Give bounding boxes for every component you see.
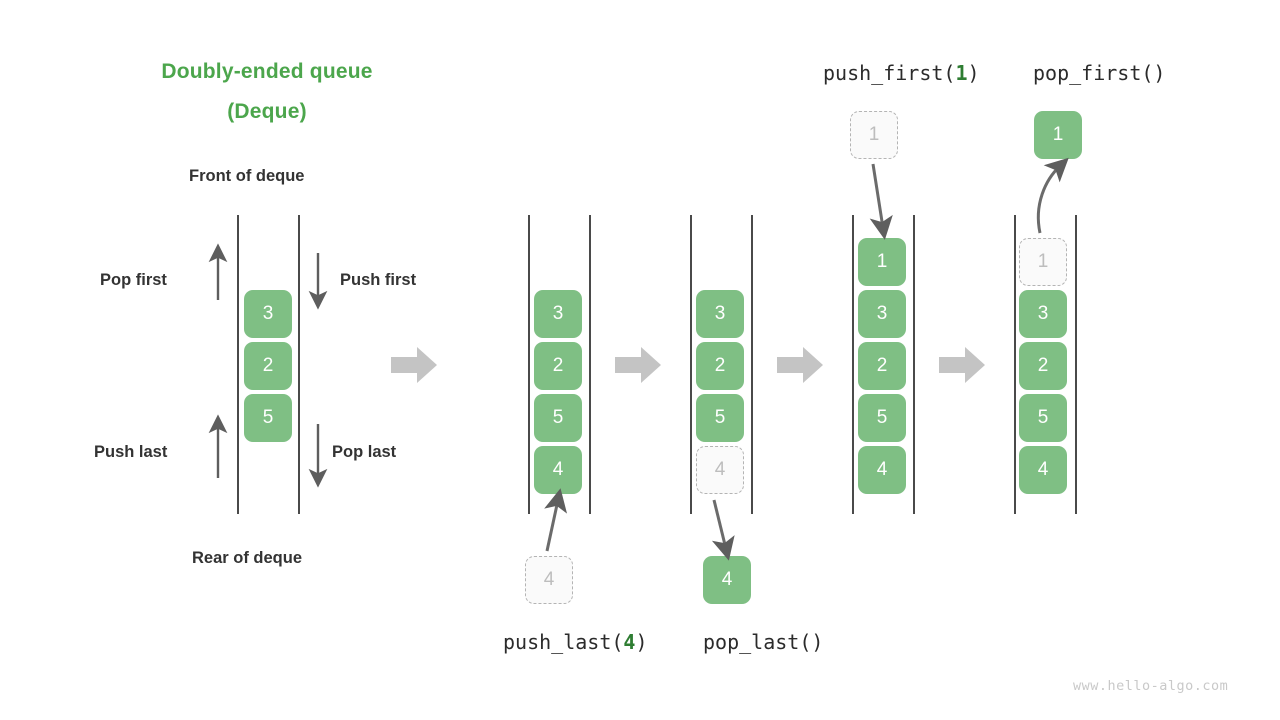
- deque-cell-5: 5: [534, 394, 582, 442]
- deque-cell-2: 2: [696, 342, 744, 390]
- transition-arrow-4: [939, 346, 985, 384]
- push-first-op-arg: 1: [955, 61, 968, 85]
- deque-cell-3: 3: [534, 290, 582, 338]
- push-first-source-cell: 1: [850, 111, 898, 159]
- push-first-op-name: push_first(: [823, 61, 956, 85]
- pop-last-operation-label: pop_last(): [703, 630, 823, 654]
- deque-cell-2: 2: [244, 342, 292, 390]
- transition-arrow-3: [777, 346, 823, 384]
- deque-rail-right-2: [751, 215, 753, 514]
- deque-cell-4: 4: [696, 446, 744, 494]
- rear-of-deque-label: Rear of deque: [192, 549, 303, 567]
- deque-cell-2: 2: [1019, 342, 1067, 390]
- deque-rail-left-1: [528, 215, 530, 514]
- deque-cell-5: 5: [858, 394, 906, 442]
- pop-first-label: Pop first: [100, 271, 167, 289]
- push-last-motion-arrow: [544, 488, 568, 552]
- push-last-operation-label: push_last(4): [503, 630, 648, 654]
- deque-cell-pop_first_result: 1: [1034, 111, 1082, 159]
- deque-cell-5: 5: [1019, 394, 1067, 442]
- pop-first-op-name: pop_first(): [1033, 61, 1166, 85]
- diagram-title: Doubly-ended queue (Deque): [142, 52, 392, 132]
- transition-arrow-2: [615, 346, 661, 384]
- push-first-operation-label: push_first(1): [823, 61, 980, 85]
- push-first-label: Push first: [340, 271, 417, 289]
- pop-last-motion-arrow: [711, 499, 735, 561]
- front-of-deque-label: Front of deque: [189, 167, 305, 185]
- transition-arrow-1: [391, 346, 437, 384]
- pop-first-motion-arrow: [1036, 157, 1069, 234]
- deque-cell-push_first_source: 1: [850, 111, 898, 159]
- push-first-op-close: ): [967, 61, 980, 85]
- diagram-title-line2: (Deque): [227, 100, 307, 123]
- deque-rail-left-4: [1014, 215, 1016, 514]
- pop-first-operation-label: pop_first(): [1033, 61, 1165, 85]
- deque-cell-2: 2: [858, 342, 906, 390]
- deque-cell-4: 4: [1019, 446, 1067, 494]
- deque-rail-right-0: [298, 215, 300, 514]
- deque-rail-right-1: [589, 215, 591, 514]
- deque-cell-3: 3: [858, 290, 906, 338]
- watermark: www.hello-algo.com: [1073, 678, 1229, 694]
- push-first-motion-arrow: [869, 163, 893, 240]
- push-last-op-name: push_last(: [503, 630, 624, 654]
- deque-rail-left-2: [690, 215, 692, 514]
- deque-rail-right-3: [913, 215, 915, 514]
- deque-cell-1: 1: [1019, 238, 1067, 286]
- deque-cell-5: 5: [244, 394, 292, 442]
- pop-first-result-cell: 1: [1034, 111, 1082, 159]
- push-last-op-arg: 4: [623, 630, 636, 654]
- push-last-op-close: ): [635, 630, 648, 654]
- deque-cell-1: 1: [858, 238, 906, 286]
- pop-last-op-name: pop_last(): [703, 630, 824, 654]
- pop-last-label: Pop last: [332, 443, 397, 461]
- deque-cell-4: 4: [534, 446, 582, 494]
- deque-rail-left-0: [237, 215, 239, 514]
- deque-cell-3: 3: [1019, 290, 1067, 338]
- deque-rail-right-4: [1075, 215, 1077, 514]
- deque-cell-2: 2: [534, 342, 582, 390]
- push-last-label: Push last: [94, 443, 168, 461]
- deque-cell-4: 4: [858, 446, 906, 494]
- diagram-title-line1: Doubly-ended queue: [161, 60, 373, 83]
- pop-last-result-cell: 4: [703, 556, 751, 604]
- deque-cell-3: 3: [244, 290, 292, 338]
- deque-cell-3: 3: [696, 290, 744, 338]
- deque-cell-push_last_source: 4: [525, 556, 573, 604]
- deque-cell-pop_last_result: 4: [703, 556, 751, 604]
- deque-cell-5: 5: [696, 394, 744, 442]
- deque-rail-left-3: [852, 215, 854, 514]
- push-last-source-cell: 4: [525, 556, 573, 604]
